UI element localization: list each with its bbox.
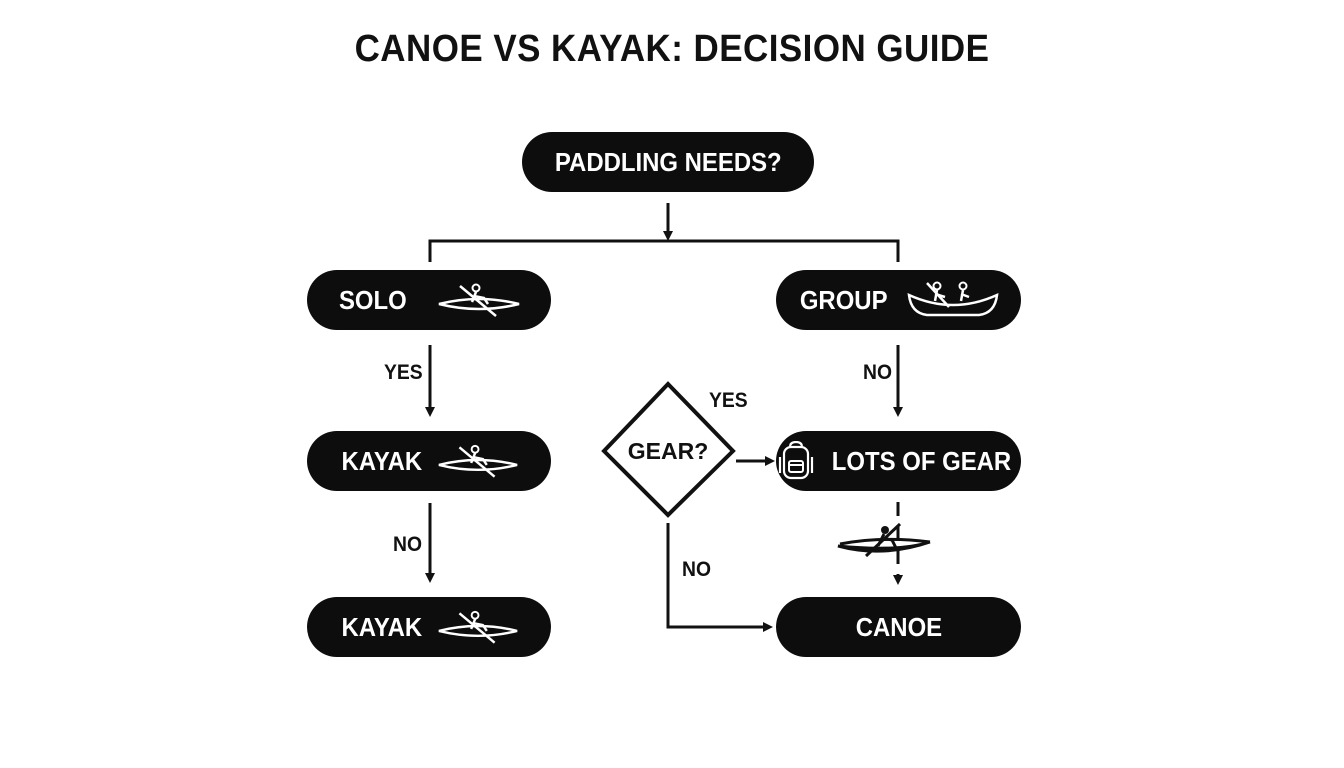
edge-label-solo-yes: YES bbox=[384, 361, 423, 384]
node-canoe: CANOE bbox=[776, 597, 1021, 657]
backpack-icon bbox=[778, 441, 814, 480]
edge-label-kayak-no: NO bbox=[393, 533, 422, 556]
node-solo: SOLO bbox=[307, 270, 551, 330]
node-label: GROUP bbox=[799, 284, 888, 315]
decision-diamond bbox=[601, 381, 736, 518]
node-label: KAYAK bbox=[341, 445, 423, 476]
kayaker-icon bbox=[438, 444, 518, 478]
node-group: GROUP bbox=[776, 270, 1021, 330]
branch-bar bbox=[428, 239, 900, 262]
node-kayak-2: KAYAK bbox=[307, 597, 551, 657]
edge-label-gear-no: NO bbox=[682, 558, 711, 581]
node-label: SOLO bbox=[339, 284, 407, 315]
node-lots-of-gear: LOTS OF GEAR bbox=[776, 431, 1021, 491]
node-label: KAYAK bbox=[341, 611, 423, 642]
arrow-diamond-canoe bbox=[666, 523, 773, 632]
kayaker-icon bbox=[837, 522, 931, 558]
node-label: CANOE bbox=[855, 611, 942, 642]
node-label: PADDLING NEEDS? bbox=[554, 146, 782, 177]
node-paddling-needs: PADDLING NEEDS? bbox=[522, 132, 814, 192]
canoe-pair-icon bbox=[907, 281, 999, 317]
edge-label-gear-yes: YES bbox=[709, 389, 748, 412]
kayaker-icon bbox=[438, 283, 520, 317]
decision-label-gear: GEAR? bbox=[627, 438, 709, 464]
edge-label-group-no: NO bbox=[863, 361, 892, 384]
kayaker-icon bbox=[438, 610, 518, 644]
page-title: CANOE VS KAYAK: DECISION GUIDE bbox=[354, 28, 990, 70]
node-label: LOTS OF GEAR bbox=[831, 445, 1012, 476]
node-kayak-1: KAYAK bbox=[307, 431, 551, 491]
